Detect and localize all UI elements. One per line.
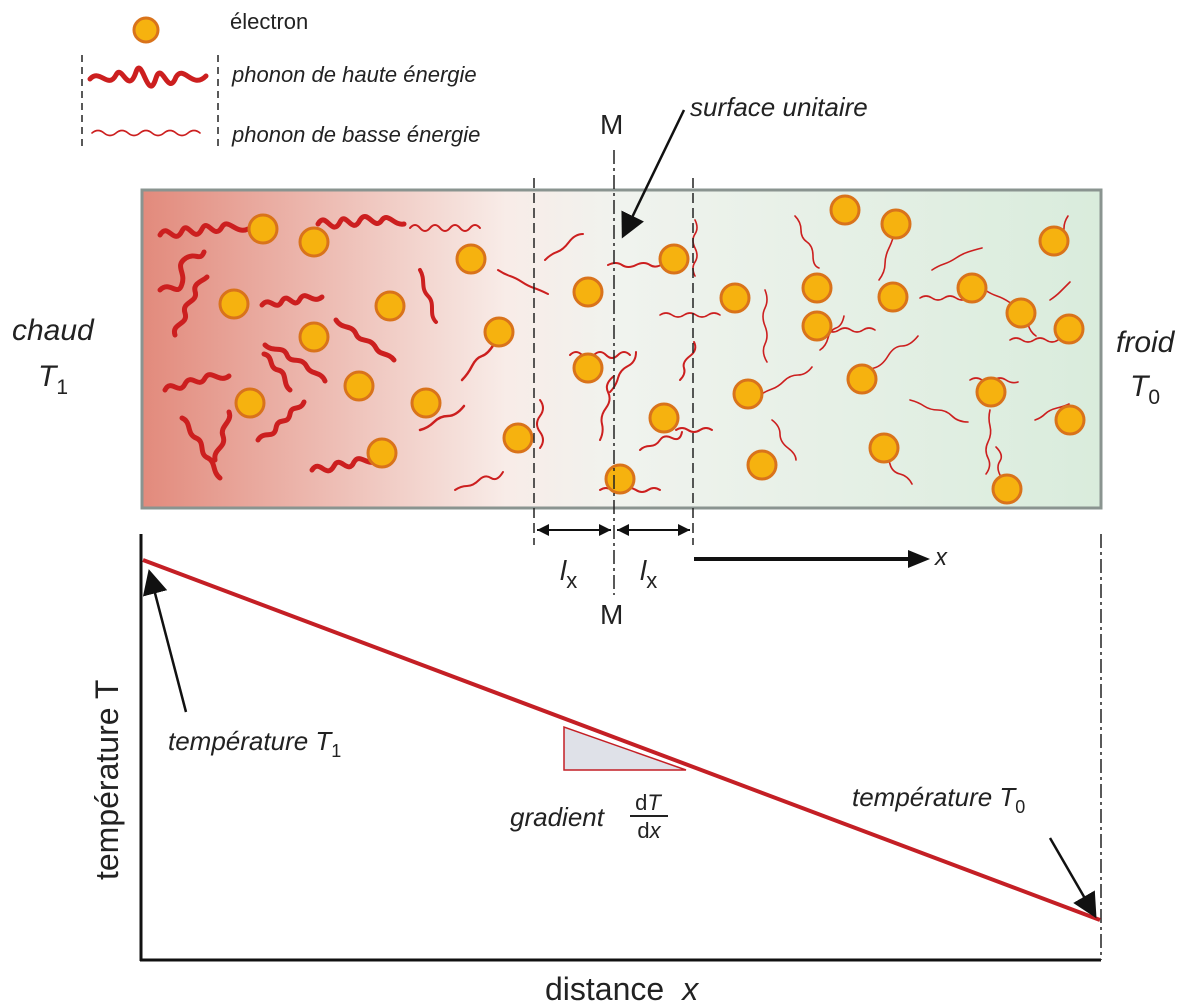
legend-electron-label: électron: [230, 9, 308, 34]
lx-arrowhead-right-a: [617, 524, 629, 536]
electron-field: [218, 194, 1086, 505]
legend-low-phonon-label: phonon de basse énergie: [231, 122, 480, 147]
cold-label: froid: [1116, 326, 1176, 359]
hot-temp-symbol: T1: [38, 360, 68, 399]
low-energy-phonon-icon: [91, 129, 201, 137]
material-bar: [140, 188, 1103, 510]
plane-m-label-bottom: M: [600, 599, 623, 630]
plane-m-label-top: M: [600, 109, 623, 140]
legend-high-phonon-label: phonon de haute énergie: [231, 62, 477, 87]
electron-icon: [132, 16, 160, 44]
surface-label: surface unitaire: [690, 92, 868, 122]
lx-arrowhead-left-a: [537, 524, 549, 536]
t0-label: température T0: [852, 782, 1025, 817]
temperature-line: [142, 558, 1101, 922]
legend: électron phonon de haute énergie phonon …: [81, 9, 480, 148]
lx-label-right: lx: [640, 555, 657, 593]
gradient-label: gradient dT dx: [510, 790, 668, 843]
gradient-numerator: dT: [635, 790, 662, 815]
x-direction-arrowhead: [908, 550, 930, 568]
hot-label: chaud: [12, 314, 95, 347]
gradient-word: gradient: [510, 802, 606, 832]
t1-arrow: [142, 569, 188, 713]
gradient-triangle: [563, 725, 687, 771]
lx-label-left: lx: [560, 555, 577, 593]
plot-y-label: température T: [89, 680, 125, 880]
lx-arrowhead-left-b: [599, 524, 611, 536]
t1-label: température T1: [168, 726, 341, 761]
x-direction-label: x: [934, 544, 948, 571]
lx-arrowhead-right-b: [678, 524, 690, 536]
gradient-denominator: dx: [637, 818, 661, 843]
cold-temp-symbol: T0: [1130, 370, 1160, 409]
t0-arrow: [1048, 837, 1097, 919]
surface-arrow: [621, 109, 686, 239]
high-energy-phonon-icon: [87, 65, 209, 89]
